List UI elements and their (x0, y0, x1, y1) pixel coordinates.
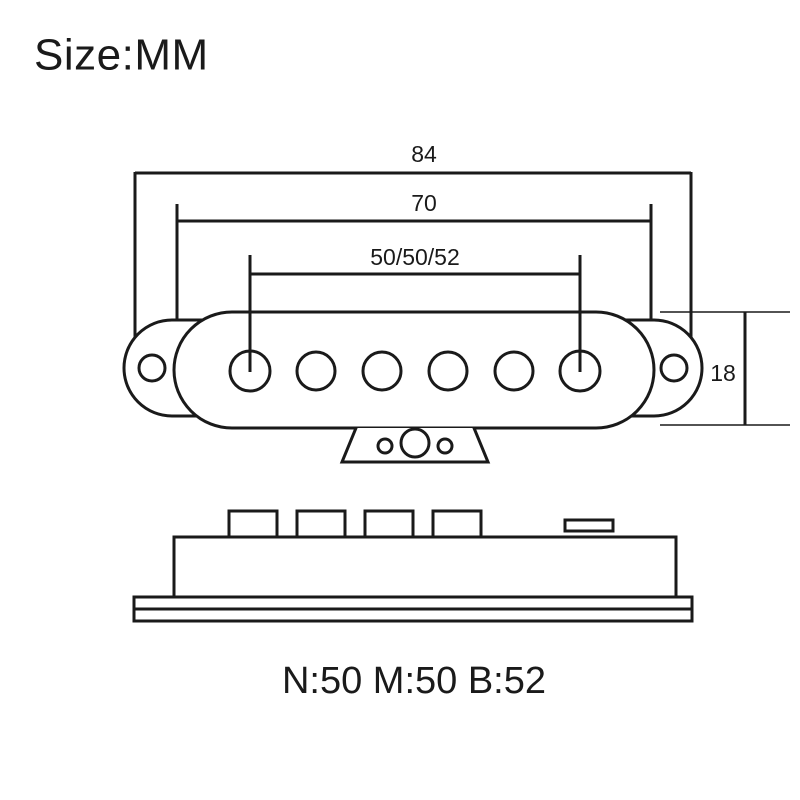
pole-piece-4 (427, 350, 469, 392)
base-plate-upper (132, 595, 694, 611)
top-view (122, 274, 704, 464)
pole-piece-5 (493, 350, 535, 392)
tab-hole-right (436, 437, 454, 455)
tab-hole-left (376, 437, 394, 455)
dimension-84-label: 84 (411, 141, 437, 167)
dimension-70-label: 70 (411, 190, 437, 216)
pickup-bobbin (172, 310, 656, 430)
page-title: Size:MM (34, 31, 209, 80)
dimension-pole-spacing-label: 50/50/52 (370, 244, 460, 270)
spacing-caption: N:50 M:50 B:52 (282, 660, 546, 702)
side-tab-4 (431, 509, 483, 539)
base-plate-lower (132, 607, 694, 623)
side-body-block (172, 535, 678, 598)
side-tab-1 (227, 509, 279, 539)
side-tab-3 (363, 509, 415, 539)
mounting-hole-left (137, 353, 167, 383)
side-tab-5 (563, 518, 615, 533)
tab-hole-center (399, 427, 431, 459)
dimension-18-label: 18 (710, 360, 736, 386)
side-tab-2 (295, 509, 347, 539)
side-view (132, 509, 694, 623)
pole-piece-2 (295, 350, 337, 392)
pole-piece-3 (361, 350, 403, 392)
dimension-18: 18 (660, 311, 790, 426)
mounting-hole-right (659, 353, 689, 383)
